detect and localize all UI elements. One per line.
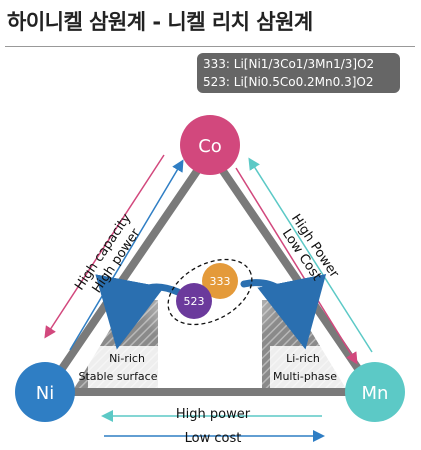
left-edge-pink-arrow — [44, 154, 165, 339]
ni-label: Ni — [36, 383, 54, 404]
sample-333-circle — [202, 263, 238, 299]
sample-333-label: 333 — [210, 275, 231, 288]
formula-333: 333: Li[Ni1/3Co1/3Mn1/3]O2 — [203, 57, 375, 71]
left-edge-blue-arrow — [69, 159, 184, 351]
bottom-label-high-power: High power — [176, 407, 251, 422]
sample-group-ellipse — [167, 258, 253, 326]
sample-523-label: 523 — [184, 295, 205, 308]
ni-node — [15, 362, 75, 422]
co-label: Co — [198, 136, 222, 157]
title-divider — [5, 46, 415, 47]
ni-rich-label: Ni-rich — [109, 352, 145, 365]
mn-label: Mn — [362, 383, 389, 404]
mn-node — [345, 362, 405, 422]
right-edge-pink-arrow — [235, 167, 358, 365]
right-edge-teal-arrow — [248, 157, 373, 353]
multi-phase-label: Multi-phase — [273, 370, 337, 383]
curve-arrow-to-ni-rich — [95, 274, 182, 350]
bottom-label-low-cost: Low cost — [185, 431, 242, 446]
li-rich-label-bg — [270, 346, 346, 388]
li-rich-label: Li-rich — [286, 352, 320, 365]
co-node — [180, 115, 240, 175]
sample-523-circle — [176, 283, 212, 319]
curve-arrow-to-li-rich — [240, 273, 327, 350]
stable-surface-label: Stable surface — [79, 370, 158, 383]
formula-523: 523: Li[Ni0.5Co0.2Mn0.3]O2 — [203, 75, 374, 89]
ternary-triangle — [42, 148, 378, 396]
page-title: 하이니켈 삼원계 - 니켈 리치 삼원계 — [7, 10, 313, 34]
formula-legend-box: 333: Li[Ni1/3Co1/3Mn1/3]O2 523: Li[Ni0.5… — [197, 53, 400, 93]
ni-rich-label-bg — [88, 346, 164, 388]
